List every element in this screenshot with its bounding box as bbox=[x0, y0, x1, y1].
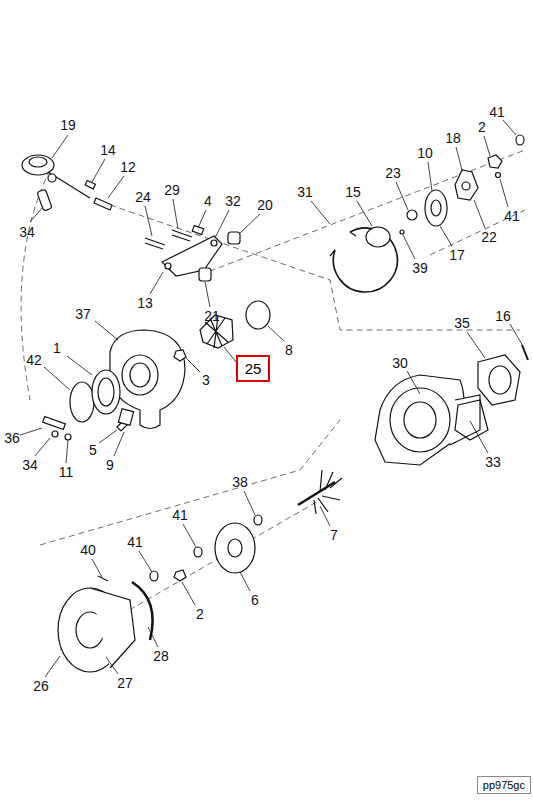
callout-number: 34 bbox=[22, 457, 38, 473]
callout-number: 12 bbox=[120, 159, 136, 175]
callout-number: 16 bbox=[495, 308, 511, 324]
callout-number: 26 bbox=[33, 678, 49, 694]
callout-number: 5 bbox=[89, 442, 97, 458]
callout-number: 36 bbox=[4, 430, 20, 446]
figure-id-box: pp975gc bbox=[477, 776, 531, 794]
callout-number: 6 bbox=[251, 592, 259, 608]
callout-number: 11 bbox=[59, 464, 74, 480]
callout-number: 41 bbox=[172, 507, 188, 523]
callout-number: 28 bbox=[153, 648, 169, 664]
callout-number: 23 bbox=[385, 165, 401, 181]
callout-number: 17 bbox=[449, 247, 465, 263]
callout-number: 41 bbox=[489, 104, 505, 120]
callout-number: 3 bbox=[202, 372, 210, 388]
callout-number: 30 bbox=[392, 355, 408, 371]
figure-id: pp975gc bbox=[483, 779, 525, 791]
callout-number: 38 bbox=[232, 474, 248, 490]
callout-number: 1 bbox=[53, 340, 61, 356]
callout-number: 18 bbox=[445, 130, 461, 146]
callout-number: 24 bbox=[135, 189, 151, 205]
callout-number: 20 bbox=[257, 197, 273, 213]
callout-number: 7 bbox=[330, 527, 338, 543]
callout-number: 21 bbox=[204, 308, 220, 324]
callout-number: 22 bbox=[481, 229, 497, 245]
highlight-box: 25 bbox=[236, 355, 270, 382]
callout-number: 29 bbox=[164, 182, 180, 198]
callout-number: 42 bbox=[26, 352, 42, 368]
callout-number: 4 bbox=[204, 193, 212, 209]
callout-number: 27 bbox=[117, 675, 133, 691]
callout-number: 37 bbox=[75, 306, 91, 322]
callout-number: 2 bbox=[196, 606, 204, 622]
callout-number: 41 bbox=[127, 534, 143, 550]
callout-number: 10 bbox=[417, 145, 433, 161]
callout-number: 14 bbox=[100, 142, 116, 158]
callout-number: 32 bbox=[225, 193, 241, 209]
callout-number: 31 bbox=[297, 184, 313, 200]
callout-number: 15 bbox=[345, 184, 361, 200]
callout-number: 41 bbox=[504, 208, 520, 224]
callout-number: 19 bbox=[60, 117, 76, 133]
callout-number: 34 bbox=[19, 224, 35, 240]
callout-number: 35 bbox=[454, 315, 470, 331]
callout-number: 39 bbox=[412, 260, 428, 276]
callout-number: 33 bbox=[485, 454, 501, 470]
callout-number: 9 bbox=[106, 457, 114, 473]
center-lines bbox=[21, 150, 525, 650]
callout-number: 13 bbox=[137, 295, 153, 311]
leader-lines bbox=[20, 120, 523, 677]
callout-number: 40 bbox=[80, 542, 96, 558]
callout-number: 25 bbox=[245, 360, 262, 377]
parts bbox=[22, 135, 528, 672]
callout-number: 8 bbox=[285, 342, 293, 358]
callout-number: 2 bbox=[478, 119, 486, 135]
